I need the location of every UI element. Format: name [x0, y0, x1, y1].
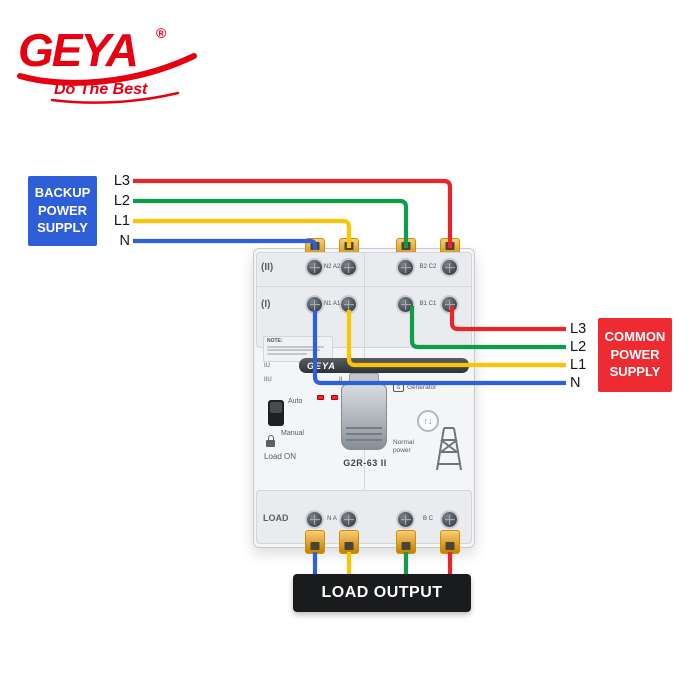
- power-tower-icon: [436, 427, 462, 471]
- terminal-screw-a2: [341, 260, 356, 275]
- terminal-clip-load-c: [440, 530, 460, 554]
- load-output-label: LOAD OUTPUT: [293, 574, 471, 612]
- terminal-screw-load-a: [341, 512, 356, 527]
- common-line-2: POWER: [610, 346, 660, 362]
- terminal-screw-load-c: [442, 512, 457, 527]
- lock-icon: [266, 435, 275, 447]
- generator-icon: G: [393, 383, 404, 392]
- terminal-screw-load-n: [307, 512, 322, 527]
- terminal-screw-b1: [398, 297, 413, 312]
- backup-wire-label-n: N: [119, 233, 130, 249]
- geya-logo-art: GEYA ® Do The Best: [17, 24, 197, 104]
- status-led-2: [331, 395, 338, 400]
- common-line-3: SUPPLY: [609, 364, 661, 380]
- load-terminal-label: LOAD: [263, 513, 289, 523]
- note-title: NOTE:: [267, 338, 283, 344]
- knob-arrows-icon: ↑↓: [423, 416, 433, 426]
- terminal-screw-c2: [442, 260, 457, 275]
- backup-line-2: POWER: [37, 202, 88, 218]
- terminal-screw-n2: [307, 260, 322, 275]
- common-wire-label-n: N: [570, 375, 581, 391]
- status-led-1: [317, 395, 324, 400]
- generator-label: Generator: [407, 384, 437, 391]
- transfer-switch-device: (II) N2 A2 B2 C2 (I) N1 A1 B1 C1 NOTE: G…: [253, 238, 475, 556]
- common-wire-label-l2: L2: [570, 339, 587, 355]
- indicator-label-i: IU: [264, 363, 270, 369]
- terminal-screw-b2: [398, 260, 413, 275]
- normal-power-label: Normal power: [393, 439, 414, 455]
- logo-brand-text: GEYA: [18, 24, 137, 76]
- common-wire-label-l1: L1: [570, 357, 587, 373]
- generator-row: G Generator: [393, 383, 436, 392]
- registered-mark: ®: [156, 25, 167, 41]
- terminal-clip-load-a: [339, 530, 359, 554]
- auto-manual-switch: [268, 400, 284, 426]
- switch-auto-label: Auto: [288, 398, 303, 405]
- row1-symbol: (I): [261, 299, 271, 310]
- terminal-screw-load-b: [398, 512, 413, 527]
- model-number: G2R-63 II: [343, 458, 387, 468]
- backup-line-1: BACKUP: [34, 184, 91, 200]
- logo-slogan-underline: [50, 91, 180, 104]
- note-text-line: [267, 349, 321, 351]
- row1-left-label: N1 A1: [323, 301, 341, 307]
- logo-slogan-text: Do The Best: [54, 81, 148, 98]
- terminal-screw-a1: [341, 297, 356, 312]
- terminal-clip-load-b: [396, 530, 416, 554]
- backup-power-supply-label: BACKUP POWER SUPPLY: [28, 176, 97, 246]
- brand-strip-text: GEYA: [307, 360, 336, 371]
- load-on-label: Load ON: [264, 452, 297, 461]
- row2-symbol: (II): [261, 262, 274, 273]
- rotary-knob: ↑↓: [417, 410, 439, 432]
- bottom-terminal-panel: [256, 490, 472, 544]
- terminal-screw-c1: [442, 297, 457, 312]
- note-text-line: [267, 345, 325, 348]
- common-line-1: COMMON: [604, 328, 666, 344]
- terminal-screw-n1: [307, 297, 322, 312]
- brand-strip: GEYA: [299, 358, 469, 373]
- note-text-line: [267, 352, 307, 355]
- terminal-clip-load-n: [305, 530, 325, 554]
- geya-logo: GEYA ® Do The Best: [16, 16, 206, 111]
- logo-swoosh: [17, 53, 197, 86]
- backup-wire-label-l3: L3: [113, 173, 130, 189]
- backup-wire-label-l1: L1: [113, 213, 130, 229]
- indicator-label-ii: IIU: [264, 377, 272, 383]
- common-power-supply-label: COMMON POWER SUPPLY: [598, 318, 672, 392]
- position-mark: II: [339, 377, 343, 383]
- load-output-text: LOAD OUTPUT: [321, 584, 443, 601]
- backup-wire-label-l2: L2: [113, 193, 130, 209]
- switch-manual-label: Manual: [281, 430, 304, 437]
- bottom-right-label: B C: [422, 516, 433, 522]
- manual-handle: [341, 384, 387, 450]
- row1-right-label: B1 C1: [419, 301, 437, 307]
- row2-right-label: B2 C2: [419, 264, 437, 270]
- bottom-left-label: N A: [327, 516, 337, 522]
- row2-left-label: N2 A2: [323, 264, 341, 270]
- backup-line-3: SUPPLY: [37, 220, 88, 236]
- common-wire-label-l3: L3: [570, 321, 587, 337]
